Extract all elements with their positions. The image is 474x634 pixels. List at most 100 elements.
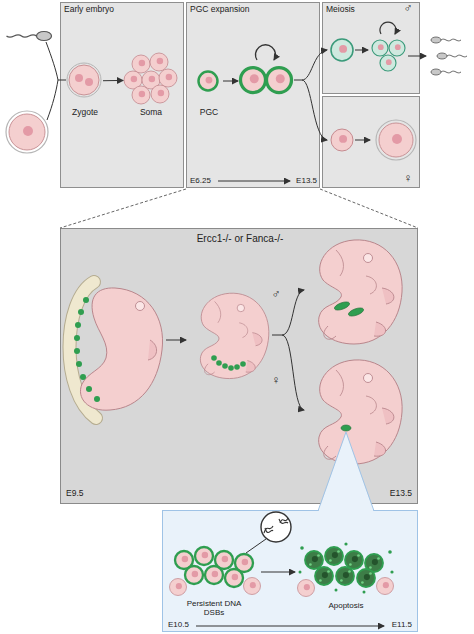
pgc-cell	[185, 566, 203, 584]
development-arrow	[166, 340, 186, 341]
soma-cell	[170, 579, 187, 596]
soma-cell	[132, 86, 150, 104]
sex-symbol: ♀	[268, 374, 284, 388]
pgc-dot	[234, 364, 240, 370]
pgc-cell	[241, 68, 266, 93]
zygote-node: Zygote	[69, 65, 101, 97]
pgc-cell	[205, 566, 223, 584]
soma-cell	[124, 71, 142, 89]
apoptotic-body	[344, 542, 347, 545]
embryo	[319, 240, 402, 344]
flow-arrow	[103, 80, 123, 81]
output-arrow	[408, 56, 426, 57]
dna-strand	[264, 526, 273, 533]
sperm-cell	[431, 69, 461, 75]
cell-cluster: Apoptosis	[297, 547, 395, 597]
pgc-dot	[216, 360, 222, 366]
meiotic-cell	[380, 55, 396, 71]
stage-label: E9.5	[66, 489, 106, 499]
pgc-dot	[76, 361, 82, 367]
stage-label: E13.5	[368, 489, 412, 499]
branch-arrow	[282, 335, 304, 410]
soma-cell	[151, 85, 169, 103]
gonad	[333, 300, 350, 311]
zygote-zona	[67, 63, 101, 97]
pgc-cell	[175, 551, 193, 569]
soma-cell	[298, 580, 315, 597]
embryo-eye	[136, 302, 145, 311]
gonad	[341, 425, 351, 431]
stage-panel: PGC expansionE6.25E13.5PGC	[186, 2, 320, 188]
yolk-sac	[70, 282, 97, 418]
soma-cell	[377, 578, 394, 595]
pgc-cell	[225, 569, 243, 587]
soma-cell	[150, 53, 168, 71]
soma-cell	[159, 69, 177, 87]
pgc-cell	[195, 547, 213, 565]
genotype-label: Ercc1-/- or Fanca-/-	[120, 233, 360, 245]
apoptotic-body	[363, 591, 366, 594]
zoom-line	[60, 189, 186, 228]
soma-cell	[142, 71, 160, 89]
apoptotic-cell	[345, 551, 363, 569]
meiotic-cell	[331, 39, 353, 61]
timeline-arrow	[218, 181, 290, 182]
stage-panel: Meiosis ♂	[322, 2, 420, 94]
apoptotic-body	[388, 550, 392, 554]
magnifier-leader	[246, 539, 266, 553]
fertilisation-line	[46, 42, 58, 80]
soma-node: Soma	[125, 55, 177, 105]
sperm-cell	[437, 53, 467, 59]
oocyte-zona	[376, 120, 416, 160]
pgc-dot	[211, 355, 217, 361]
sex-symbol: ♂	[400, 2, 416, 16]
sex-symbol: ♂	[268, 288, 284, 302]
zoom-line	[320, 189, 418, 228]
sex-symbol: ♀	[400, 172, 416, 186]
stage-label: E6.25	[190, 176, 224, 185]
meiotic-cell	[372, 40, 388, 56]
egg-zona	[6, 111, 48, 153]
gonad	[347, 306, 364, 317]
pgc-dot	[75, 322, 81, 328]
pgc-cell	[267, 68, 292, 93]
pgc-dot	[222, 363, 228, 369]
oogonium-cell	[331, 129, 353, 151]
soma-cell	[132, 55, 150, 73]
embryo-limb	[148, 340, 157, 360]
branch-arrow	[294, 50, 327, 80]
stage-label: E10.5	[168, 620, 202, 629]
proliferation-arrow	[256, 45, 276, 60]
stage-label: E13.5	[282, 176, 317, 185]
apoptotic-body	[299, 571, 302, 574]
pgc-dot	[228, 365, 234, 371]
apoptotic-cell	[336, 567, 354, 585]
sperm-cell	[7, 32, 52, 41]
pgc-dot	[94, 396, 100, 402]
panel-heading: PGC expansion	[190, 5, 316, 15]
pronucleus	[85, 78, 93, 86]
mutant-panel: Ercc1-/- or Fanca-/- ♂ ♀ E9.5 E13.5	[60, 228, 418, 504]
pgc-dot	[86, 386, 92, 392]
meiotic-cell	[389, 40, 405, 56]
panel-heading: Early embryo	[64, 5, 174, 15]
pgc-dot	[74, 335, 80, 341]
apoptotic-cell	[357, 569, 375, 587]
cell-label: Persistent DNA DSBs	[184, 599, 244, 617]
apoptotic-body	[335, 589, 338, 592]
pgc-cell	[235, 554, 253, 572]
dna-strand	[280, 518, 288, 523]
callout-panel: E10.5E11.5Persistent DNA DSBsApoptosis	[162, 510, 418, 632]
dna-strand	[265, 528, 273, 533]
fertilisation-line	[58, 80, 66, 81]
panel-heading: Meiosis	[326, 5, 386, 15]
pgc-dot	[78, 309, 84, 315]
pgc-dot	[80, 374, 86, 380]
pgc-cell	[215, 551, 233, 569]
apoptotic-cell	[315, 567, 333, 585]
embryo-body	[80, 288, 162, 410]
branch-arrow	[272, 290, 304, 335]
timeline-arrow	[196, 626, 384, 627]
